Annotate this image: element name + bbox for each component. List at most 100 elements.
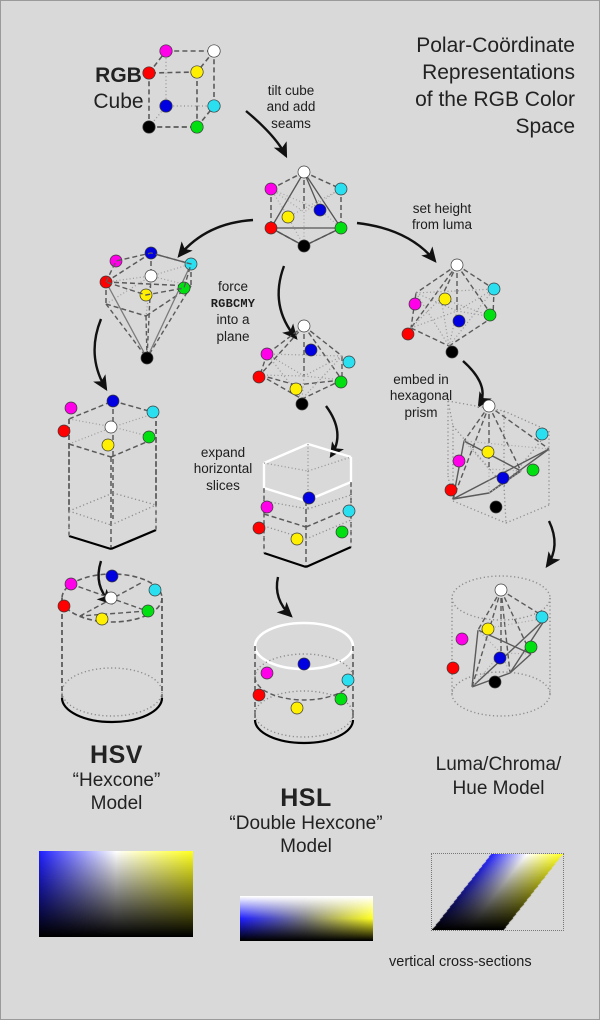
- vertex-green: [334, 375, 348, 389]
- arrow-to-hsl: [277, 265, 298, 340]
- vertex-yellow: [190, 65, 204, 79]
- vertex-red: [252, 688, 266, 702]
- vertex-white: [482, 399, 496, 413]
- model-hsv-sub-1: “Hexcone”: [72, 770, 161, 791]
- vertex-cyan: [487, 282, 501, 296]
- vertex-blue: [106, 394, 120, 408]
- vertex-cyan: [535, 427, 549, 441]
- vertex-white: [144, 269, 158, 283]
- vertex-blue: [302, 491, 316, 505]
- model-label-luma: Luma/Chroma/ Hue Model: [416, 753, 581, 801]
- vertex-white: [104, 420, 118, 434]
- model-hsl-name: HSL: [280, 784, 332, 812]
- model-label-hsv: HSV “Hexcone” Model: [39, 741, 194, 816]
- vertex-blue: [304, 343, 318, 357]
- vertex-white: [104, 591, 118, 605]
- title-line-1: Polar-Coördinate: [416, 34, 575, 57]
- rgb-cube-label-line-2: Cube: [93, 89, 144, 113]
- model-label-hsl: HSL “Double Hexcone” Model: [216, 784, 396, 859]
- rgb-cube-label: RGB Cube: [71, 63, 166, 114]
- arrow-to-hsv: [177, 218, 254, 258]
- cross-sections-caption: vertical cross-sections: [389, 954, 532, 970]
- figure-luma-cylinder: [446, 575, 551, 717]
- vertex-black: [297, 239, 311, 253]
- model-luma-line-1: Luma/Chroma/: [435, 754, 562, 775]
- vertex-cyan: [342, 504, 356, 518]
- step-luma-line-1: set height: [412, 201, 472, 216]
- figure-tilted-cube: [264, 165, 348, 253]
- vertex-blue: [105, 569, 119, 583]
- arrow-to-luma: [356, 221, 437, 263]
- figure-luma-bicone: [401, 258, 501, 359]
- vertex-magenta: [452, 454, 466, 468]
- vertex-yellow: [481, 445, 495, 459]
- vertex-blue: [297, 657, 311, 671]
- figure-hsl-cylinder: [252, 621, 355, 745]
- step-expand-line-3: slices: [206, 477, 240, 493]
- step-expand-label: expand horizontal slices: [182, 445, 264, 494]
- figure-hsv-prism: [57, 394, 160, 551]
- cross-section-hsl: [240, 896, 373, 941]
- vertex-red: [446, 661, 460, 675]
- vertex-white: [450, 258, 464, 272]
- step-embed-label: embed in hexagonal prism: [379, 372, 463, 421]
- vertex-yellow: [95, 612, 109, 626]
- vertex-white: [494, 583, 508, 597]
- vertex-magenta: [64, 401, 78, 415]
- step-tilt-line-2: and add: [266, 99, 316, 115]
- vertex-green: [526, 463, 540, 477]
- vertex-yellow: [289, 382, 303, 396]
- vertex-blue: [159, 99, 173, 113]
- cross-section-luma-box: [431, 853, 564, 931]
- vertex-blue: [452, 314, 466, 328]
- vertex-green: [190, 120, 204, 134]
- vertex-blue: [493, 651, 507, 665]
- model-hsl-sub-1: “Double Hexcone”: [229, 813, 383, 834]
- model-hsl-sub-2: Model: [280, 835, 332, 857]
- vertex-black: [445, 345, 459, 359]
- vertex-magenta: [260, 500, 274, 514]
- model-luma-line-2: Hue Model: [452, 777, 545, 799]
- arrow-hsv-expand: [93, 318, 108, 392]
- rgb-cube-label-line-1: RGB: [95, 64, 142, 87]
- vertex-red: [252, 521, 266, 535]
- title-line-2: Representations: [422, 60, 575, 84]
- step-embed-line-2: hexagonal: [389, 388, 453, 404]
- step-force-line-3: into a: [216, 312, 250, 328]
- step-tilt-line-1: tilt cube: [267, 83, 315, 98]
- step-embed-line-1: embed in: [393, 372, 449, 387]
- vertex-cyan: [334, 182, 348, 196]
- figure-rgb-cube: [142, 44, 221, 134]
- vertex-cyan: [342, 355, 356, 369]
- vertex-blue: [496, 471, 510, 485]
- vertex-red: [57, 424, 71, 438]
- arrow-luma-cylinder: [545, 520, 561, 568]
- vertex-red: [252, 370, 266, 384]
- vertex-red: [142, 66, 156, 80]
- figure-luma-prism: [444, 399, 550, 524]
- vertex-magenta: [64, 577, 78, 591]
- vertex-magenta: [260, 666, 274, 680]
- figure-hsv-cylinder: [57, 569, 164, 724]
- step-force-line-2: RGBCMY: [210, 297, 256, 312]
- vertex-blue: [313, 203, 327, 217]
- vertex-yellow: [281, 210, 295, 224]
- vertex-magenta: [260, 347, 274, 361]
- vertex-cyan: [148, 583, 162, 597]
- step-force-line-4: plane: [216, 328, 250, 344]
- vertex-yellow: [481, 622, 495, 636]
- vertex-magenta: [408, 297, 422, 311]
- step-tilt-line-3: seams: [271, 115, 311, 131]
- step-embed-line-3: prism: [404, 404, 438, 420]
- arrow-tilt: [245, 110, 288, 159]
- arrow-hsl-expand: [325, 405, 345, 459]
- arrow-hsl-cylinder: [275, 576, 293, 618]
- title-line-3: of the RGB Color: [415, 87, 575, 111]
- vertex-green: [334, 692, 348, 706]
- step-expand-line-1: expand: [200, 445, 246, 460]
- vertex-yellow: [290, 532, 304, 546]
- cross-section-luma: [432, 854, 563, 930]
- vertex-red: [401, 327, 415, 341]
